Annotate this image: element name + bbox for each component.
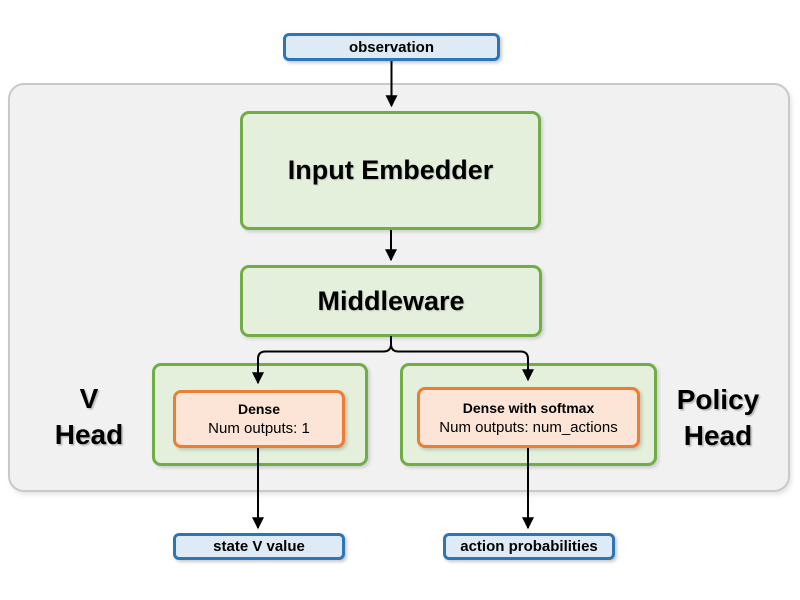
- policy-head-dense-block: Dense with softmax Num outputs: num_acti…: [417, 387, 640, 448]
- v-head-dense-subtitle: Num outputs: 1: [208, 420, 310, 437]
- v-head-dense-title: Dense: [237, 401, 281, 417]
- observation-label: observation: [348, 38, 435, 56]
- action-probabilities-node: action probabilities: [443, 533, 615, 560]
- middleware-label: Middleware: [317, 285, 465, 316]
- input-embedder-block: Input Embedder: [240, 111, 541, 230]
- policy-head-dense-title: Dense with softmax: [462, 399, 595, 416]
- middleware-block: Middleware: [240, 265, 542, 337]
- v-head-label: V Head: [54, 383, 124, 450]
- action-probabilities-label: action probabilities: [460, 538, 598, 555]
- state-v-value-node: state V value: [173, 533, 345, 560]
- observation-node: observation: [283, 33, 500, 61]
- policy-head-label: Policy Head: [676, 384, 760, 451]
- state-v-value-label: state V value: [213, 538, 305, 555]
- input-embedder-label: Input Embedder: [287, 155, 494, 185]
- v-head-dense-block: Dense Num outputs: 1: [173, 390, 345, 448]
- policy-head-dense-subtitle: Num outputs: num_actions: [439, 418, 618, 436]
